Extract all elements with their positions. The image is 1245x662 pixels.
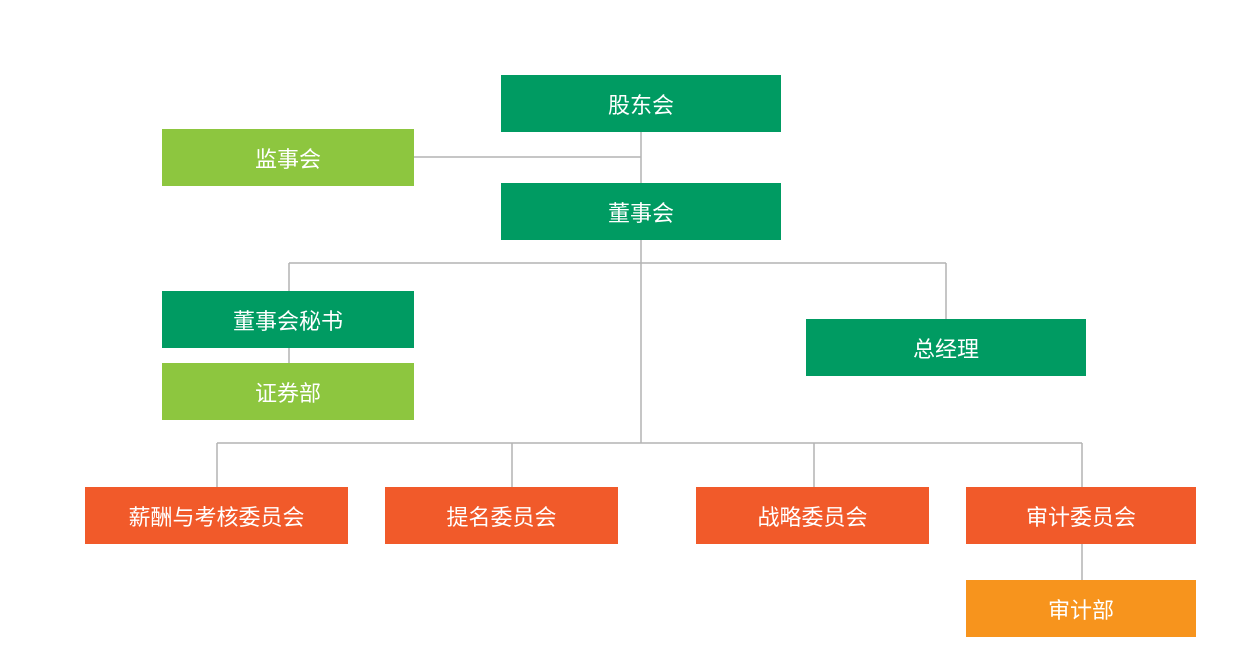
node-board-of-supervisors: 监事会: [162, 129, 414, 186]
node-label: 薪酬与考核委员会: [128, 505, 305, 531]
node-audit-committee: 审计委员会: [966, 487, 1196, 544]
node-board-of-directors: 董事会: [501, 183, 781, 240]
node-label: 战略委员会: [757, 505, 868, 531]
node-label: 证券部: [254, 381, 321, 407]
node-audit-department: 审计部: [966, 580, 1196, 637]
node-general-manager: 总经理: [806, 319, 1086, 376]
node-nomination-committee: 提名委员会: [385, 487, 618, 544]
node-board-secretary: 董事会秘书: [162, 291, 414, 348]
node-shareholders-meeting: 股东会: [501, 75, 781, 132]
node-label: 总经理: [912, 337, 979, 363]
node-label: 股东会: [607, 93, 674, 119]
node-label: 监事会: [254, 147, 321, 173]
node-securities-department: 证券部: [162, 363, 414, 420]
node-label: 审计委员会: [1025, 505, 1136, 531]
node-compensation-committee: 薪酬与考核委员会: [85, 487, 348, 544]
node-label: 提名委员会: [446, 505, 557, 531]
node-strategy-committee: 战略委员会: [696, 487, 929, 544]
node-label: 董事会秘书: [232, 309, 343, 335]
node-label: 董事会: [607, 201, 674, 227]
node-label: 审计部: [1047, 598, 1114, 624]
